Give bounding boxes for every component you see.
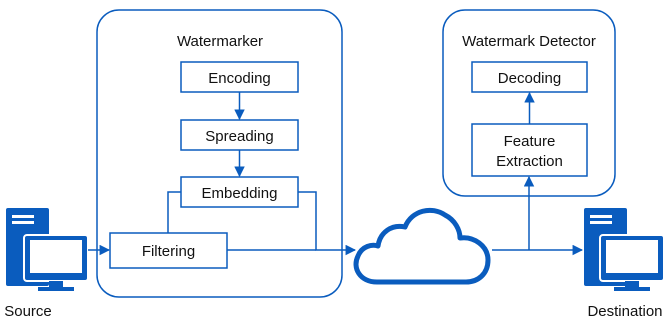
feature-extraction-label-line2: Extraction (496, 153, 563, 170)
source-label: Source (4, 303, 52, 320)
detector-container (442, 9, 616, 197)
watermarker-title: Watermarker (177, 33, 263, 50)
source-computer-icon (6, 208, 89, 291)
destination-computer-icon (584, 208, 665, 291)
detector-title: Watermark Detector (462, 33, 596, 50)
filtering-label: Filtering (142, 243, 195, 260)
encoding-label: Encoding (208, 70, 271, 87)
embedding-label: Embedding (202, 185, 278, 202)
feature-extraction-label-line1: Feature (504, 133, 556, 150)
line-filtering-to-embedding (167, 191, 181, 233)
spreading-label: Spreading (205, 128, 273, 145)
decoding-label: Decoding (498, 70, 561, 87)
arrow-embedding-to-cloud (298, 191, 357, 256)
cloud-icon (353, 207, 491, 285)
destination-label: Destination (587, 303, 662, 320)
watermarker-container (96, 9, 343, 298)
